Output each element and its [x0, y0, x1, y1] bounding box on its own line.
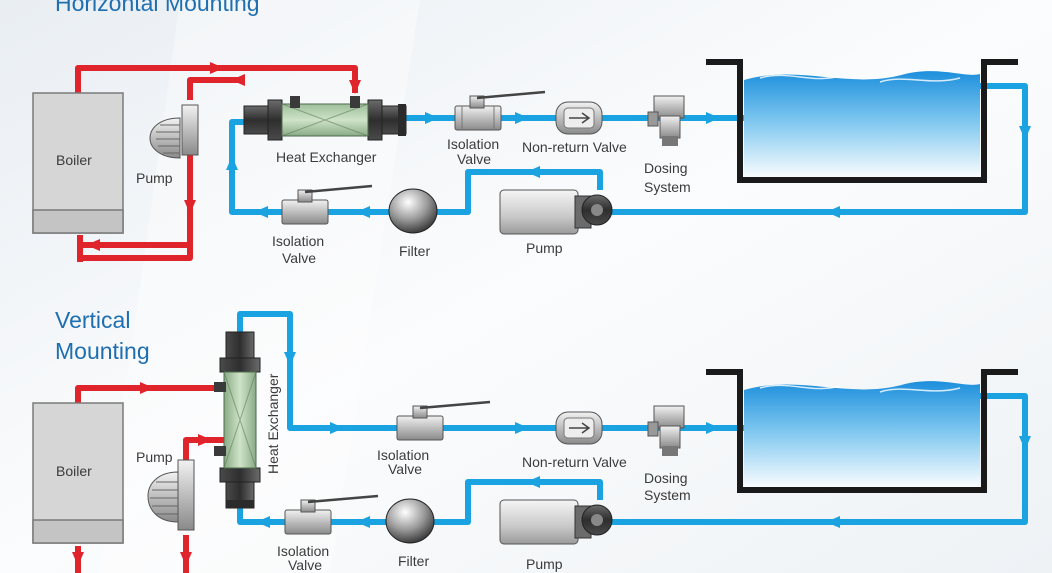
filter-bottom: Filter [385, 498, 435, 569]
isolation-valve-label-bottom-right-2: Valve [388, 461, 422, 477]
isolation-valve-label-bottom-right-1: Isolation [377, 447, 429, 463]
pump-label-top-left: Pump [136, 170, 173, 186]
heading-vertical-line1: Vertical [55, 307, 131, 333]
heat-exchanger-horizontal: Heat Exchanger [243, 96, 407, 165]
pool-top [706, 59, 1018, 183]
non-return-valve-label-top: Non-return Valve [522, 139, 627, 155]
boiler-label-bottom: Boiler [56, 463, 92, 479]
heading-vertical-line2: Mounting [55, 338, 150, 364]
dosing-label-bottom-1: Dosing [644, 470, 688, 486]
hot-pipe-arrows-top [86, 62, 361, 251]
pump-label-bottom-right: Pump [526, 556, 563, 572]
hot-pipe-arrows-bottom [72, 382, 212, 566]
filter-top: Filter [388, 188, 438, 259]
isolation-valve-bottom-left: Isolation Valve [277, 494, 379, 573]
dosing-label-top-2: System [644, 179, 691, 195]
circulator-pump-bottom: Pump [136, 449, 195, 531]
horizontal-mounting-diagram: Boiler Pump Heat Exchanger [32, 59, 1031, 266]
isolation-valve-top-left: Isolation Valve [272, 184, 373, 266]
pump-label-bottom-left: Pump [136, 449, 173, 465]
non-return-valve-label-bottom: Non-return Valve [522, 454, 627, 470]
cold-pipe-arrows-top [226, 112, 1031, 218]
boiler-top: Boiler [32, 92, 124, 234]
isolation-valve-label-top-left-1: Isolation [272, 233, 324, 249]
dosing-label-bottom-2: System [644, 487, 691, 503]
filter-label-top: Filter [399, 243, 430, 259]
isolation-valve-label-top-right-1: Isolation [447, 136, 499, 152]
boiler-label-top: Boiler [56, 152, 92, 168]
isolation-valve-bottom-right: Isolation Valve [377, 400, 491, 477]
isolation-valve-label-bottom-left-2: Valve [288, 557, 322, 573]
boiler-bottom: Boiler [32, 402, 124, 544]
dosing-system-bottom: Dosing System [644, 405, 691, 503]
isolation-valve-label-top-right-2: Valve [457, 151, 491, 167]
non-return-valve-bottom: Non-return Valve [522, 411, 627, 470]
heat-exchanger-vertical: Heat Exchanger [214, 331, 281, 509]
pool-bottom [706, 369, 1018, 493]
heat-exchanger-label-bottom: Heat Exchanger [265, 373, 281, 474]
heat-exchanger-label-top: Heat Exchanger [276, 149, 377, 165]
pool-pump-top: Pump [499, 189, 613, 256]
heading-horizontal-mounting: Horizontal Mounting [55, 0, 260, 16]
isolation-valve-label-bottom-left-1: Isolation [277, 543, 329, 559]
cold-pipe-arrows-bottom [256, 352, 1031, 528]
filter-label-bottom: Filter [398, 553, 429, 569]
isolation-valve-label-top-left-2: Valve [282, 250, 316, 266]
non-return-valve-top: Non-return Valve [522, 101, 627, 155]
pool-pump-bottom: Pump [499, 499, 613, 572]
vertical-mounting-diagram: Boiler Pump Heat Exchanger [32, 311, 1031, 573]
circulator-pump-top: Pump [136, 104, 199, 186]
dosing-label-top-1: Dosing [644, 160, 688, 176]
isolation-valve-top-right: Isolation Valve [447, 90, 546, 167]
dosing-system-top: Dosing System [644, 95, 691, 195]
pump-label-top-right: Pump [526, 240, 563, 256]
